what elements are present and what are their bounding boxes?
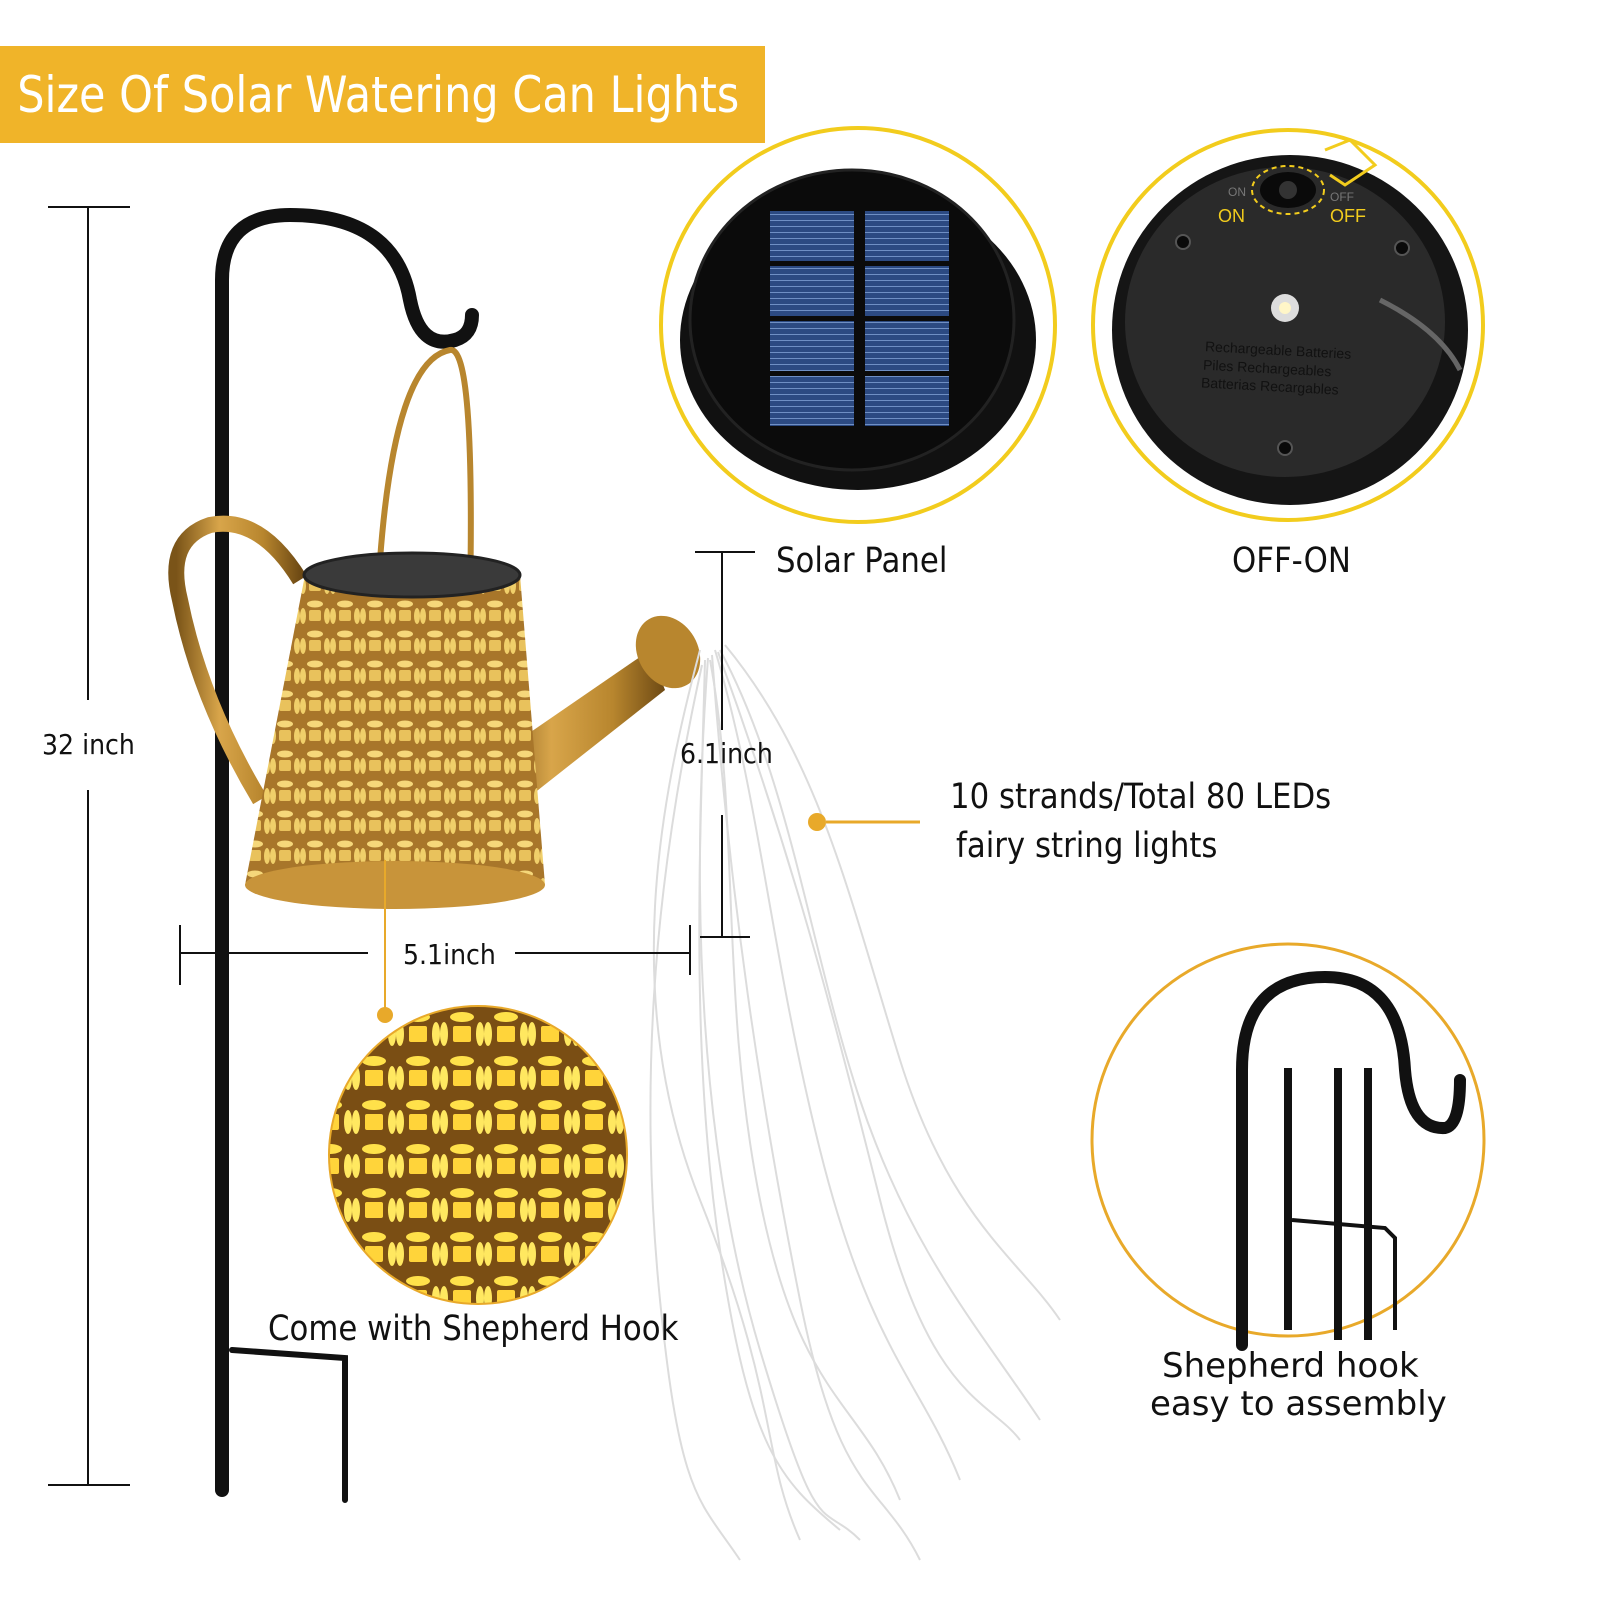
width-dimension-line — [179, 925, 691, 985]
hook-included-label: Come with Shepherd Hook — [268, 1309, 679, 1349]
hook-assembly-detail — [1090, 942, 1486, 1351]
switch-on-label: ON — [1218, 206, 1245, 226]
solar-panel-label: Solar Panel — [776, 541, 948, 581]
solar-panel-detail — [659, 126, 1057, 524]
watering-can — [168, 347, 701, 909]
strings-label-line1: 10 strands/Total 80 LEDs — [950, 777, 1332, 817]
spout-dimension-label: 6.1inch — [680, 737, 773, 770]
perforated-glow-detail — [328, 1005, 628, 1305]
lights-callout-connector — [808, 813, 920, 831]
width-dimension-label: 5.1inch — [403, 938, 496, 971]
height-dimension-label: 32 inch — [42, 728, 135, 761]
hook-assembly-label-line2: easy to assembly — [1150, 1384, 1447, 1424]
title-banner: Size Of Solar Watering Can Lights — [0, 46, 765, 143]
shepherd-hook — [215, 207, 479, 1503]
switch-off-label: OFF — [1330, 206, 1366, 226]
switch-detail — [1091, 128, 1485, 522]
hook-assembly-label-line1: Shepherd hook — [1162, 1346, 1419, 1386]
banner-title: Size Of Solar Watering Can Lights — [17, 65, 740, 124]
strings-label-line2: fairy string lights — [956, 826, 1218, 866]
spout-dimension-line — [695, 551, 755, 938]
switch-label: OFF-ON — [1232, 541, 1351, 581]
height-dimension-line — [48, 206, 130, 1486]
embossed-off-label: OFF — [1330, 190, 1354, 204]
fairy-string-lights — [649, 644, 1061, 1561]
glow-callout-connector — [377, 860, 393, 1023]
embossed-on-label: ON — [1228, 185, 1246, 199]
